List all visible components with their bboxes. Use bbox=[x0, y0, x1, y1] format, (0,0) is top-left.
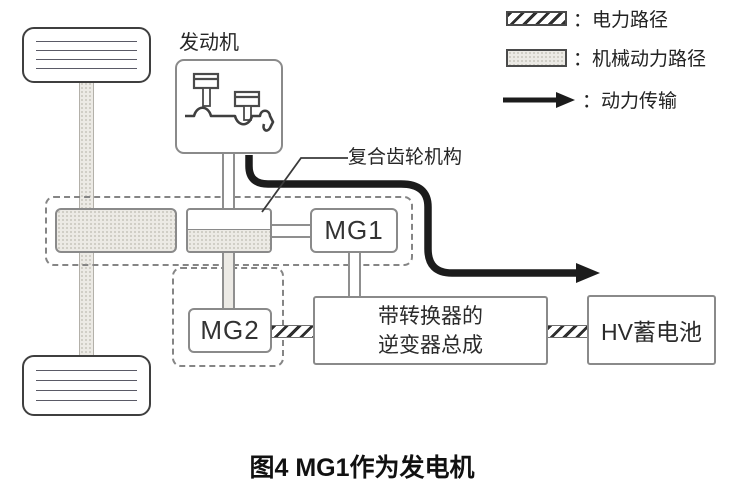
mechanical-path-swatch-icon bbox=[506, 48, 567, 67]
final-drive-block bbox=[55, 208, 177, 253]
inverter-label-line1: 带转换器的 bbox=[378, 304, 483, 328]
engine-box bbox=[175, 59, 283, 154]
hv-battery-label: HV蓄电池 bbox=[601, 319, 702, 345]
mg1-to-inverter-shaft bbox=[348, 252, 361, 298]
mg1-label: MG1 bbox=[324, 215, 384, 245]
inverter-label-line2: 逆变器总成 bbox=[378, 333, 483, 357]
engine-label: 发动机 bbox=[179, 32, 239, 54]
legend-electric-path-label: ：电力路径 bbox=[573, 10, 669, 31]
power-flow-arrowhead bbox=[576, 263, 600, 283]
tire-tread-line bbox=[36, 390, 137, 391]
mg2-inverter-electric-link bbox=[271, 325, 314, 338]
inverter-battery-electric-link bbox=[547, 325, 588, 338]
figure-caption: 图4 MG1作为发电机 bbox=[249, 454, 475, 482]
engine-output-shaft bbox=[222, 153, 235, 210]
tire-tread-line bbox=[36, 380, 137, 381]
legend-mechanical-path-label: ：机械动力路径 bbox=[573, 49, 707, 70]
tire-tread-line bbox=[36, 370, 137, 371]
tire-tread-line bbox=[36, 41, 137, 42]
engine-icon bbox=[177, 61, 281, 152]
electric-path-swatch-icon bbox=[506, 11, 567, 26]
legend-arrow-icon bbox=[503, 91, 575, 108]
tire-tread-line bbox=[36, 50, 137, 51]
gear-to-mg1-shaft bbox=[271, 224, 312, 238]
rear-wheel bbox=[22, 355, 151, 416]
tire-tread-line bbox=[36, 59, 137, 60]
compound-gear-unit bbox=[186, 208, 272, 253]
front-wheel bbox=[22, 27, 151, 83]
mg2-label: MG2 bbox=[200, 315, 260, 345]
inverter-assembly-box: 带转换器的 逆变器总成 bbox=[313, 296, 548, 365]
legend-item-electric-path: ：电力路径 bbox=[506, 5, 668, 32]
legend-item-power-transmission: ：动力传输 bbox=[502, 86, 677, 113]
compound-gear-label: 复合齿轮机构 bbox=[348, 147, 463, 168]
mg1-box: MG1 bbox=[310, 208, 398, 253]
gear-to-mg2-shaft bbox=[222, 251, 235, 311]
tire-tread-line bbox=[36, 68, 137, 69]
gear-unit-lower-half bbox=[188, 229, 270, 251]
tire-tread-line bbox=[36, 400, 137, 401]
legend-power-transmission-label: ：动力传输 bbox=[582, 91, 678, 112]
mg2-box: MG2 bbox=[188, 308, 272, 353]
hv-battery-box: HV蓄电池 bbox=[587, 295, 716, 365]
legend-item-mechanical-path: ：机械动力路径 bbox=[506, 44, 706, 71]
